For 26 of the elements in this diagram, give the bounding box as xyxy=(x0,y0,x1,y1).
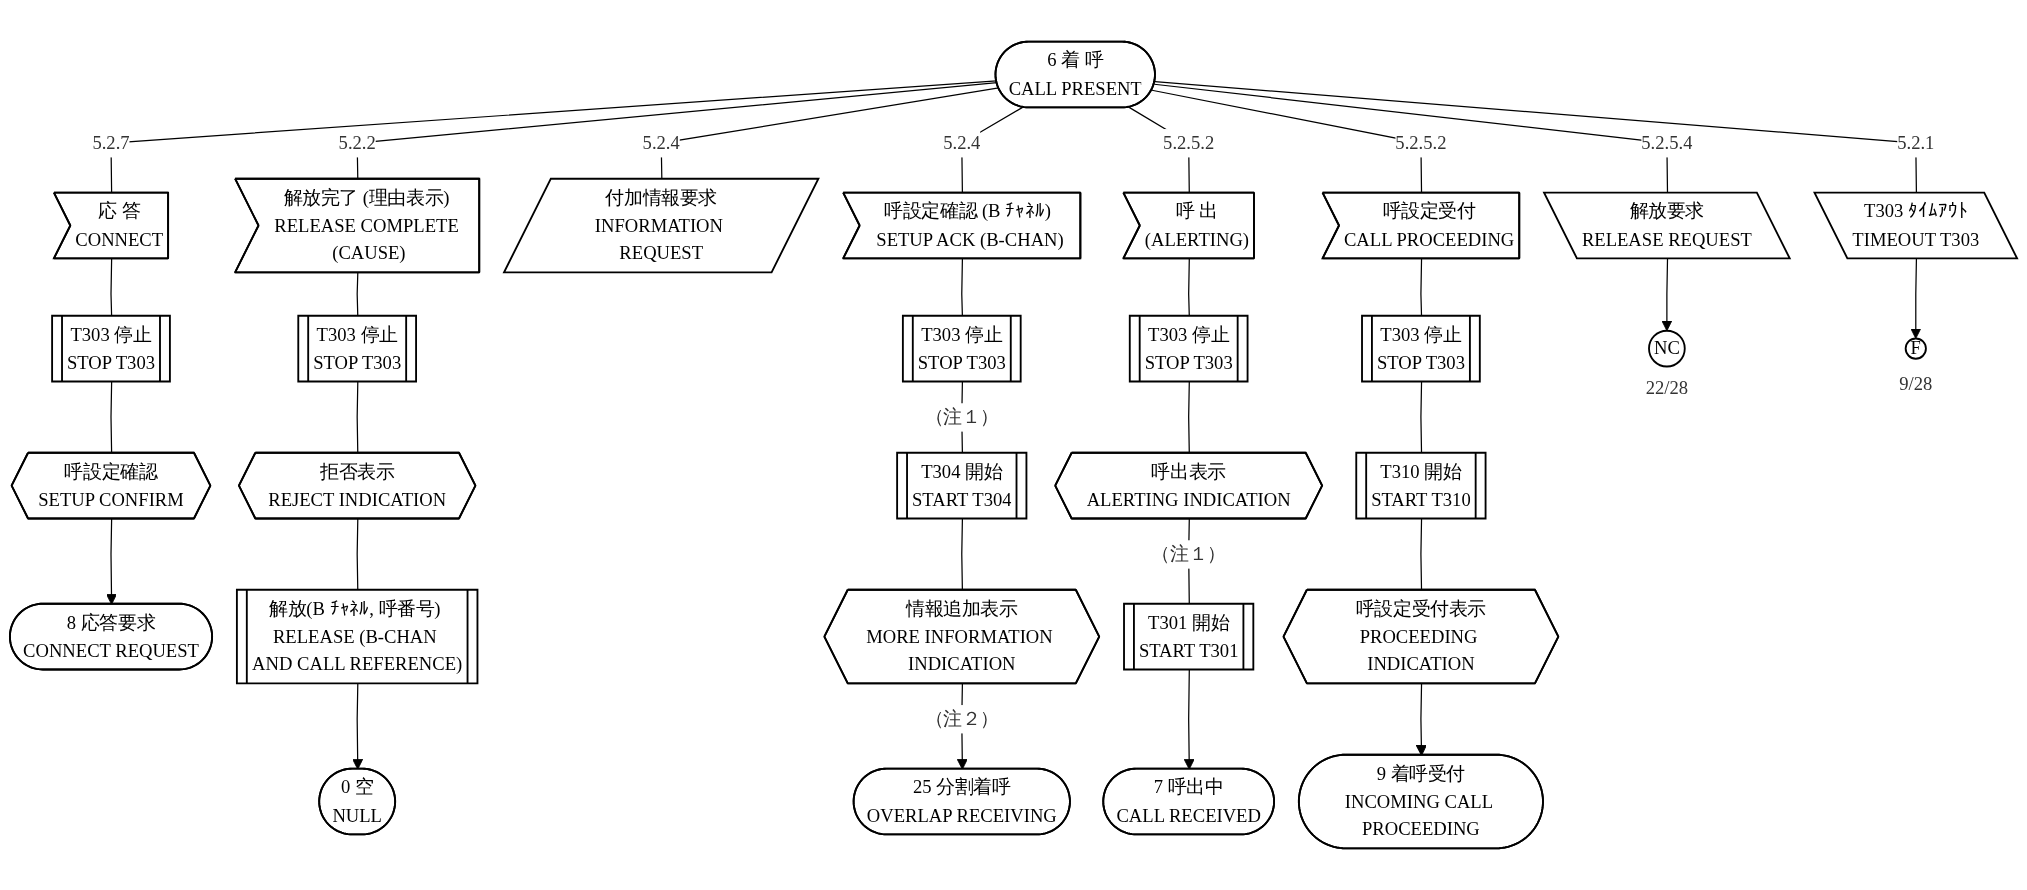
page-reference: 22/28 xyxy=(1645,376,1689,398)
edge-label: 5.2.5.4 xyxy=(1641,132,1693,153)
node-circle: F xyxy=(1904,337,1927,360)
edge-label: （注１） xyxy=(1151,543,1226,564)
connector xyxy=(961,518,963,591)
node-circle: NC xyxy=(1648,329,1686,368)
edge-label: （注２） xyxy=(924,708,999,729)
edge-label: 5.2.4 xyxy=(642,132,680,153)
edge-label: 5.2.5.2 xyxy=(1163,132,1215,153)
arrow xyxy=(1183,669,1195,770)
edge-label: 5.2.5.2 xyxy=(1395,132,1447,153)
edge-label: 5.2.4 xyxy=(943,132,981,153)
arrow xyxy=(1661,258,1673,332)
connector xyxy=(356,381,359,454)
arrow xyxy=(1910,258,1922,339)
arrow xyxy=(106,518,117,605)
edge-label: 5.2.2 xyxy=(338,132,376,153)
edge-label: 5.2.7 xyxy=(92,132,130,153)
edge-label: 5.2.1 xyxy=(1897,132,1935,153)
connector xyxy=(1188,381,1190,454)
connector xyxy=(1420,518,1423,591)
connector xyxy=(110,381,113,454)
page-reference: 9/28 xyxy=(1899,372,1933,394)
arrow xyxy=(1415,683,1427,756)
arrow xyxy=(352,683,364,770)
edge-label: （注１） xyxy=(924,406,999,427)
